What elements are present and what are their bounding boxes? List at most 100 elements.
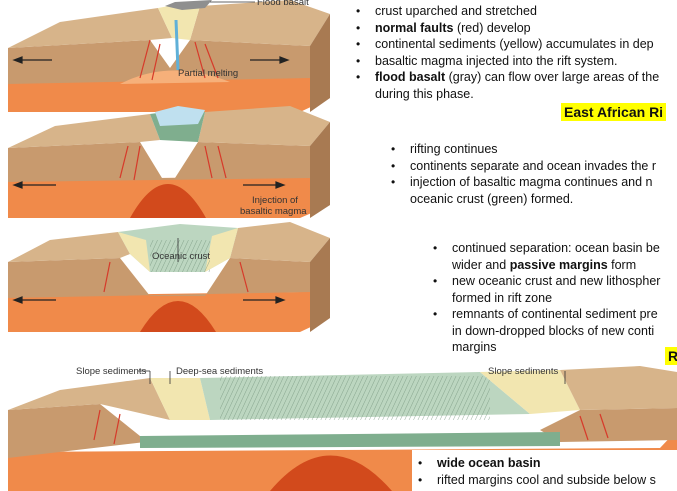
p1-dike [174, 19, 180, 71]
p3-end-face [310, 238, 330, 332]
p3-bullet-3-cont: in down-dropped blocks of new conti [427, 323, 660, 340]
panel1-bullets: crust uparched and stretched normal faul… [350, 3, 659, 102]
p2-bullet-3-cont: oceanic crust (green) formed. [385, 191, 656, 208]
p4-faults [93, 409, 609, 445]
panel1-diagram: Flood basalt Partial melting [8, 0, 330, 112]
p3-b3-l2: in down-dropped blocks of new conti [452, 323, 655, 338]
p1-bullet-5: flood basalt (gray) can flow over large … [350, 69, 659, 86]
p1-top-left [8, 8, 172, 48]
p3-crust-side [8, 258, 310, 298]
p2-arrows [12, 181, 286, 189]
p2-b3-text: injection of basaltic magma continues an… [410, 175, 653, 189]
p4-b2-text: rifted margins cool and subside below s [437, 472, 656, 487]
panel3-bullets: continued separation: ocean basin be wid… [427, 240, 660, 356]
p1-faults [139, 39, 219, 81]
p2-bullet-2: continents separate and ocean invades th… [385, 158, 656, 175]
p2-label-injection-line2: basaltic magma [240, 206, 307, 217]
p1-label-flood-basalt: Flood basalt [257, 0, 309, 8]
p1-b2-text: (red) develop [453, 20, 531, 35]
p3-b2-l2: formed in rift zone [452, 290, 553, 305]
panel4-bullets: wide ocean basin rifted margins cool and… [412, 455, 656, 488]
p4-magma-plume [270, 455, 392, 491]
p3-top-left [8, 232, 130, 262]
p4-top-left [8, 378, 170, 420]
p1-b3-text: continental sediments (yellow) accumulat… [375, 37, 654, 51]
p2-end-face [310, 122, 330, 218]
p3-bullet-2: new oceanic crust and new lithospher [427, 273, 660, 290]
p4-label-slope-sediments-right: Slope sediments [488, 366, 558, 377]
p3-b1-l2-bold: passive margins [509, 257, 608, 272]
p4-label-slope-sediments-left: Slope sediments [76, 366, 146, 377]
p2-faults [119, 145, 227, 181]
p2-top-right [198, 106, 330, 146]
p3-b3-l1: remnants of continental sediment pre [452, 307, 658, 321]
p3-bullet-1: continued separation: ocean basin be [427, 240, 660, 257]
p2-b1-text: rifting continues [410, 142, 498, 156]
p1-bullet-1: crust uparched and stretched [350, 3, 659, 20]
p1-b1-text: crust uparched and stretched [375, 4, 537, 18]
p1-cont-text: during this phase. [375, 86, 474, 101]
panel4-diagram: Slope sediments Deep-sea sediments Slope… [8, 366, 677, 491]
p1-arrows [12, 56, 290, 64]
p2-magma-plume [130, 184, 206, 218]
p4-slope-sediments-right [480, 370, 580, 414]
panel3-highlight: R [665, 347, 677, 365]
p1-bullet-2: normal faults (red) develop [350, 20, 659, 37]
p1-b5-text: (gray) can flow over large areas of the [445, 70, 660, 84]
p1-partial-melting-zone [120, 70, 230, 84]
p3-arrows [12, 296, 286, 304]
p4-crust-right [540, 408, 677, 442]
p1-bullet-5-cont: during this phase. [350, 86, 659, 103]
p2-crust-side [8, 142, 310, 182]
p3-magma-plume [140, 301, 216, 332]
p3-b1-l2c: form [607, 257, 637, 272]
p4-bullet-1: wide ocean basin [412, 455, 656, 472]
east-african-rift-highlight: East African Ri [561, 103, 667, 121]
p3-sediment-wedges [118, 232, 150, 272]
p1-label-partial-melting: Partial melting [178, 68, 238, 79]
p3-top-right [230, 222, 330, 262]
p2-sea [155, 106, 205, 126]
p4-b1-bold: wide ocean basin [437, 456, 541, 470]
p3-label-oceanic-crust: Oceanic crust [152, 251, 210, 262]
p1-bullet-3: continental sediments (yellow) accumulat… [350, 36, 659, 53]
p2-bullet-1: rifting continues [385, 141, 656, 158]
p1-mantle [8, 62, 330, 112]
p1-b4-text: basaltic magma injected into the rift sy… [375, 53, 618, 68]
p2-top-left [8, 114, 160, 148]
p3-sediment-wedges-right [205, 228, 238, 272]
p2-bullet-3: injection of basaltic magma continues an… [385, 174, 656, 191]
p1-flood-basalt [165, 0, 212, 10]
p3-b1-l1: continued separation: ocean basin be [452, 241, 660, 255]
p4-label-deep-sea-sediments: Deep-sea sediments [176, 366, 263, 377]
p3-bullet-3: remnants of continental sediment pre [427, 306, 660, 323]
p4-crust-left [8, 404, 180, 458]
panel2-bullets: rifting continues continents separate an… [385, 141, 656, 207]
p3-oceanic-hatch [150, 240, 210, 272]
p4-oceanic-crust-side [140, 432, 560, 448]
p1-b2-bold: normal faults [375, 20, 454, 35]
p1-top-right [190, 0, 330, 46]
panel2-diagram: Injection of basaltic magma [8, 106, 330, 218]
p3-bullet-3-cont2: margins [427, 339, 660, 356]
p1-end-face [310, 14, 330, 112]
p3-bullet-1-cont: wider and passive margins form [427, 257, 660, 274]
p1-crust-side [8, 40, 310, 84]
p2-cont-text: oceanic crust (green) formed. [410, 191, 574, 206]
p2-label-injection-line1: Injection of [252, 195, 298, 206]
p1-rift-valley [158, 4, 200, 40]
p4-oceanic-hatch [220, 376, 490, 420]
p3-bullet-2-cont: formed in rift zone [427, 290, 660, 307]
panel3-diagram: Oceanic crust [8, 222, 330, 332]
p3-b3-l3: margins [452, 340, 497, 354]
p4-top-right [560, 366, 677, 410]
p4-slope-sediments-left [150, 378, 210, 420]
p3-faults [103, 261, 249, 293]
p1-b5-bold: flood basalt [375, 70, 446, 84]
p3-b2-l1: new oceanic crust and new lithospher [452, 274, 661, 288]
p3-b1-l2a: wider and [452, 257, 510, 272]
p2-b2-text: continents separate and ocean invades th… [410, 158, 657, 173]
p1-bullet-4: basaltic magma injected into the rift sy… [350, 53, 659, 70]
p4-bullet-2: rifted margins cool and subside below s [412, 472, 656, 489]
